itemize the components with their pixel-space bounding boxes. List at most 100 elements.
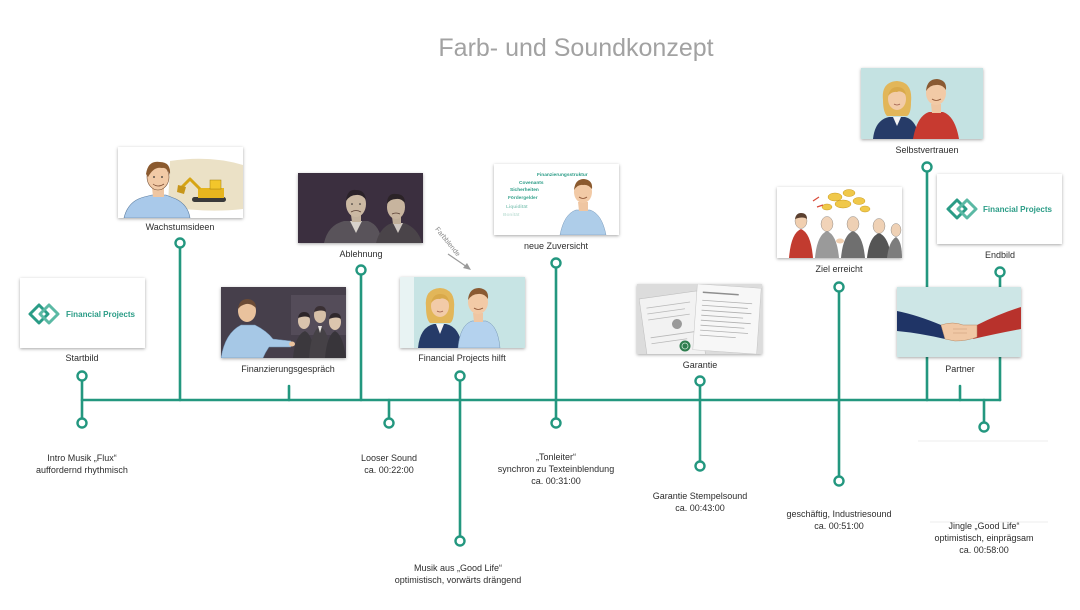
excavator-icon bbox=[177, 177, 226, 202]
finance-term: Finanzierungsstruktur bbox=[537, 172, 588, 178]
scene-label-neue-zuversicht: neue Zuversicht bbox=[523, 241, 589, 251]
sound-note-line: Intro Musik „Flux“ bbox=[47, 453, 117, 463]
illustration-finance-meeting bbox=[221, 287, 346, 358]
sound-note-looser-sound: Looser Sound ca. 00:22:00 bbox=[309, 452, 469, 476]
timeline-node bbox=[994, 266, 1006, 278]
scene-label-finanzierungsgespraech: Finanzierungsgespräch bbox=[241, 364, 335, 374]
men-figures-bankers bbox=[293, 306, 346, 358]
scene-label-partner: Partner bbox=[945, 364, 975, 374]
timeline-node bbox=[76, 370, 88, 382]
sound-note-intro: Intro Musik „Flux“ auffordernd rhythmisc… bbox=[2, 452, 162, 476]
scene-image-wachstumsideen bbox=[118, 147, 243, 218]
scene-image-ablehnung bbox=[298, 173, 423, 243]
logo-text: Financial Projects bbox=[983, 205, 1053, 214]
timeline-node bbox=[833, 281, 845, 293]
sound-note-line: optimistisch, vorwärts drängend bbox=[394, 575, 522, 585]
finance-terms-list: Finanzierungsstruktur Covenants Sicherhe… bbox=[503, 172, 588, 218]
sound-note-line: ca. 00:51:00 bbox=[814, 521, 864, 531]
man-figure bbox=[559, 179, 607, 235]
illustration-consultants bbox=[400, 277, 525, 348]
finance-term: Bonität bbox=[503, 212, 520, 218]
illustration-handshake bbox=[897, 287, 1021, 357]
scene-image-startbild: Financial Projects bbox=[20, 278, 145, 348]
finance-term: Sicherheiten bbox=[510, 187, 539, 193]
scene-image-neue-zuversicht: Finanzierungsstruktur Covenants Sicherhe… bbox=[494, 164, 619, 235]
scene-image-ziel-erreicht bbox=[777, 187, 902, 258]
scene-image-finanzierungsgespraech bbox=[221, 287, 346, 358]
timeline-node bbox=[833, 475, 845, 487]
illustration-rejection bbox=[298, 173, 423, 243]
illustration-goal-reached bbox=[777, 187, 902, 258]
timeline-node bbox=[550, 257, 562, 269]
logo-icon bbox=[28, 303, 60, 325]
man-figure-red bbox=[789, 213, 813, 258]
man-figure-right bbox=[376, 193, 422, 243]
timeline-node bbox=[383, 417, 395, 429]
timeline-connectors bbox=[80, 165, 1002, 543]
arrowhead-icon bbox=[463, 263, 471, 270]
finance-term: Fördergelder bbox=[508, 195, 538, 201]
scene-label-wachstumsideen: Wachstumsideen bbox=[145, 222, 215, 232]
sound-note-good-life: Musik aus „Good Life“ optimistisch, vorw… bbox=[378, 562, 538, 586]
page-title: Farb- und Soundkonzept bbox=[438, 34, 714, 62]
finance-term: Covenants bbox=[519, 180, 544, 186]
timeline-node bbox=[921, 161, 933, 173]
sound-note-line: „Tonleiter“ bbox=[535, 452, 576, 462]
gold-coins-icon bbox=[812, 189, 871, 213]
woman-figure bbox=[418, 288, 462, 348]
scene-image-partner bbox=[897, 287, 1021, 357]
timeline-node bbox=[694, 375, 706, 387]
sound-note-line: synchron zu Texteinblendung bbox=[497, 464, 615, 474]
man-figure bbox=[913, 79, 959, 139]
scene-image-garantie bbox=[637, 284, 762, 354]
sound-note-line: ca. 00:58:00 bbox=[959, 545, 1009, 555]
financial-projects-logo: Financial Projects bbox=[946, 198, 1053, 220]
woman-figure bbox=[873, 81, 919, 139]
scene-label-garantie: Garantie bbox=[682, 360, 718, 370]
sound-note-stempelsound: Garantie Stempelsound ca. 00:43:00 bbox=[620, 490, 780, 514]
illustration-self-confidence bbox=[861, 68, 983, 139]
sound-note-line: ca. 00:31:00 bbox=[531, 476, 581, 486]
sound-note-line: Jingle „Good Life“ bbox=[948, 521, 1020, 531]
scene-label-ziel-erreicht: Ziel erreicht bbox=[815, 264, 863, 274]
logo-icon bbox=[946, 198, 978, 220]
scene-image-endbild: Financial Projects bbox=[937, 174, 1062, 244]
timeline-node bbox=[454, 535, 466, 547]
timeline-node bbox=[550, 417, 562, 429]
men-figures-handshake bbox=[815, 216, 902, 258]
sound-note-line: ca. 00:22:00 bbox=[364, 465, 414, 475]
scene-image-selbstvertrauen bbox=[861, 68, 983, 139]
sound-note-line: optimistisch, einprägsam bbox=[934, 533, 1034, 543]
sound-note-line: auffordernd rhythmisch bbox=[36, 465, 128, 475]
scene-label-endbild: Endbild bbox=[984, 250, 1016, 260]
timeline-node bbox=[76, 417, 88, 429]
timeline-node bbox=[174, 237, 186, 249]
transition-label: Farbblende bbox=[433, 226, 461, 258]
scene-label-selbstvertrauen: Selbstvertrauen bbox=[895, 145, 959, 155]
man-figure bbox=[457, 288, 501, 348]
sound-note-line: Looser Sound bbox=[360, 453, 418, 463]
transition-arrow bbox=[447, 253, 468, 268]
illustration-guarantee-documents bbox=[637, 284, 762, 354]
sound-note-line: Garantie Stempelsound bbox=[652, 491, 748, 501]
scene-label-financial-projects-hilft: Financial Projects hilft bbox=[418, 353, 506, 363]
sound-note-jingle: Jingle „Good Life“ optimistisch, einpräg… bbox=[904, 520, 1064, 556]
sound-note-tonleiter: „Tonleiter“ synchron zu Texteinblendung … bbox=[476, 451, 636, 487]
man-figure-left bbox=[324, 189, 382, 243]
scene-image-financial-projects-hilft bbox=[400, 277, 525, 348]
scene-label-startbild: Startbild bbox=[65, 353, 99, 363]
timeline-node bbox=[355, 264, 367, 276]
timeline-node bbox=[454, 370, 466, 382]
scene-label-ablehnung: Ablehnung bbox=[339, 249, 383, 259]
illustration-growth-ideas bbox=[118, 147, 243, 218]
timeline-nodes bbox=[76, 161, 1006, 547]
sound-note-line: geschäftig, Industriesound bbox=[786, 509, 892, 519]
document-sheet bbox=[692, 284, 762, 354]
financial-projects-logo: Financial Projects bbox=[28, 303, 136, 325]
handshake-icon bbox=[897, 307, 1021, 342]
finance-term: Liquidität bbox=[506, 204, 528, 210]
sound-note-line: ca. 00:43:00 bbox=[675, 503, 725, 513]
man-figure bbox=[123, 161, 191, 218]
